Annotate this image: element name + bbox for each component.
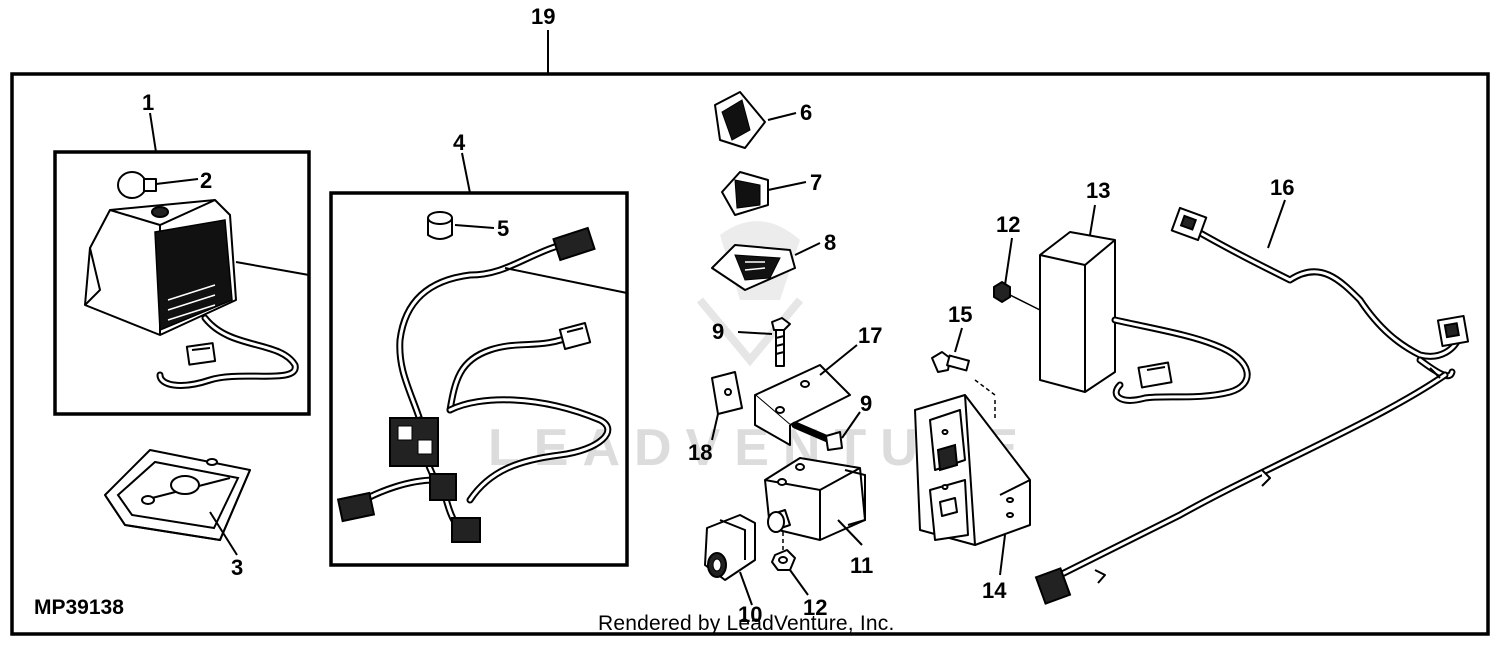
lens [104,449,251,556]
switch-8 [711,242,821,291]
callout-9-lower: 9 [860,391,872,416]
switch-6 [714,91,797,149]
callout-9-upper: 9 [712,319,724,344]
bulb [117,171,199,199]
callout-14: 14 [982,578,1007,603]
callout-16: 16 [1270,175,1294,200]
callout-4: 4 [453,130,466,155]
callout-17: 17 [858,323,882,348]
harness-assembly [329,152,629,567]
harness-16 [1034,199,1470,605]
clip-10 [704,514,756,606]
lamp-housing [84,199,310,336]
bolt-9-lower [791,411,861,451]
lamp-assembly-box [53,150,311,416]
callout-18: 18 [688,440,712,465]
bracket-14 [914,394,1031,576]
relay-11 [764,457,866,546]
callout-10: 10 [738,602,762,627]
plate-18 [711,371,743,441]
callout-12-upper: 12 [996,212,1020,237]
switch-7 [721,171,807,216]
callout-8: 8 [824,230,836,255]
figure-id: MP39138 [34,596,124,619]
bolt-15 [931,327,996,396]
callout-5: 5 [497,216,509,241]
render-credit: Rendered by LeadVenture, Inc. [598,612,895,635]
callout-2: 2 [200,168,212,193]
bracket-17 [754,344,858,446]
callout-15: 15 [948,302,972,327]
flasher [427,211,495,240]
callout-12-lower: 12 [803,595,827,620]
callout-19: 19 [531,4,555,29]
nut-12-upper [993,237,1041,311]
module-13 [1039,204,1251,404]
nut-12-lower [771,532,809,596]
callout-3: 3 [231,555,243,580]
callout-6: 6 [800,100,812,125]
callout-13: 13 [1086,178,1110,203]
kit-frame [10,72,1490,636]
callout-7: 7 [810,170,822,195]
callout-1: 1 [142,90,154,115]
bolt-9-upper [737,317,791,367]
harness-assembly-box [329,191,629,567]
callout-11: 11 [850,553,873,578]
lamp-assembly [53,112,311,416]
